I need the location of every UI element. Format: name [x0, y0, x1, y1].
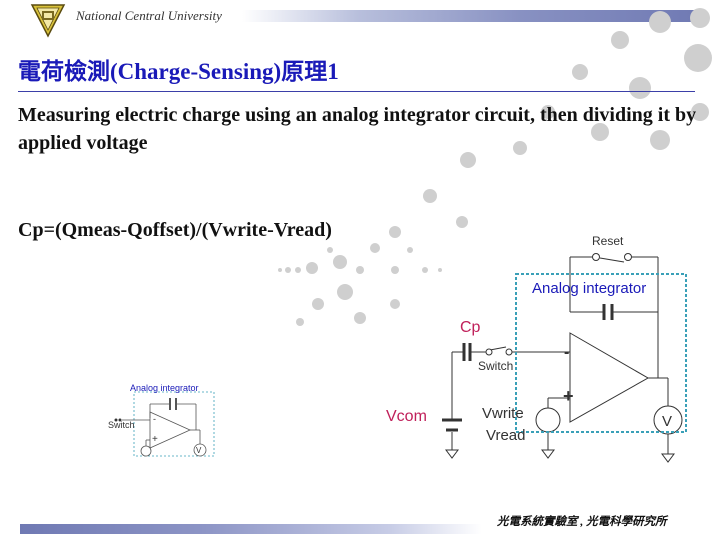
dot — [460, 152, 476, 168]
mini-plus-label: + — [152, 434, 158, 445]
switch-label: Switch — [478, 359, 513, 373]
dot — [691, 103, 709, 121]
dot — [285, 267, 291, 273]
plus-label: + — [563, 386, 574, 406]
dot — [337, 284, 353, 300]
dot — [690, 8, 710, 28]
vwrite-label: Vwrite — [482, 405, 524, 422]
dot — [422, 267, 428, 273]
dot — [684, 44, 712, 72]
dot — [356, 266, 364, 274]
dot — [513, 141, 527, 155]
dot — [295, 267, 301, 273]
mini-analog-integrator-label: Analog integrator — [130, 383, 199, 393]
dot — [407, 247, 413, 253]
mini-v-label: V — [196, 446, 202, 455]
university-name: National Central University — [76, 8, 222, 23]
cp-label: Cp — [460, 319, 481, 336]
dot — [650, 130, 670, 150]
dot — [389, 226, 401, 238]
dot — [438, 268, 442, 272]
dot — [333, 255, 347, 269]
mini-minus-label: - — [153, 414, 156, 424]
dot — [354, 312, 366, 324]
title-underline — [18, 91, 695, 92]
body-text: Measuring electric charge using an analo… — [18, 104, 697, 154]
mini-switch-label: Switch — [108, 420, 135, 430]
v-label: V — [662, 413, 672, 430]
dot — [278, 268, 282, 272]
dot — [649, 11, 671, 33]
formula: Cp=(Qmeas-Qoffset)/(Vwrite-Vread) — [18, 219, 332, 241]
slide-title: 電荷檢測(Charge-Sensing)原理1 — [18, 59, 339, 84]
footer-bar — [20, 524, 482, 534]
header-bar — [242, 10, 706, 22]
dot — [629, 77, 651, 99]
dot — [541, 105, 555, 119]
dot — [391, 266, 399, 274]
dot — [327, 247, 333, 253]
vread-label: Vread — [486, 427, 525, 444]
dot — [296, 318, 304, 326]
university-logo — [28, 2, 68, 38]
vcom-label: Vcom — [386, 408, 427, 425]
dot — [312, 298, 324, 310]
dot — [390, 299, 400, 309]
dot — [572, 64, 588, 80]
minus-label: - — [564, 344, 569, 361]
analog-integrator-label: Analog integrator — [532, 280, 646, 297]
dot — [423, 189, 437, 203]
dot — [306, 262, 318, 274]
dot — [370, 243, 380, 253]
dot — [456, 216, 468, 228]
footer-lab-name: 光電系統實驗室 , 光電科學研究所 — [497, 516, 667, 528]
dot — [611, 31, 629, 49]
dot — [591, 123, 609, 141]
reset-label: Reset — [592, 234, 624, 248]
